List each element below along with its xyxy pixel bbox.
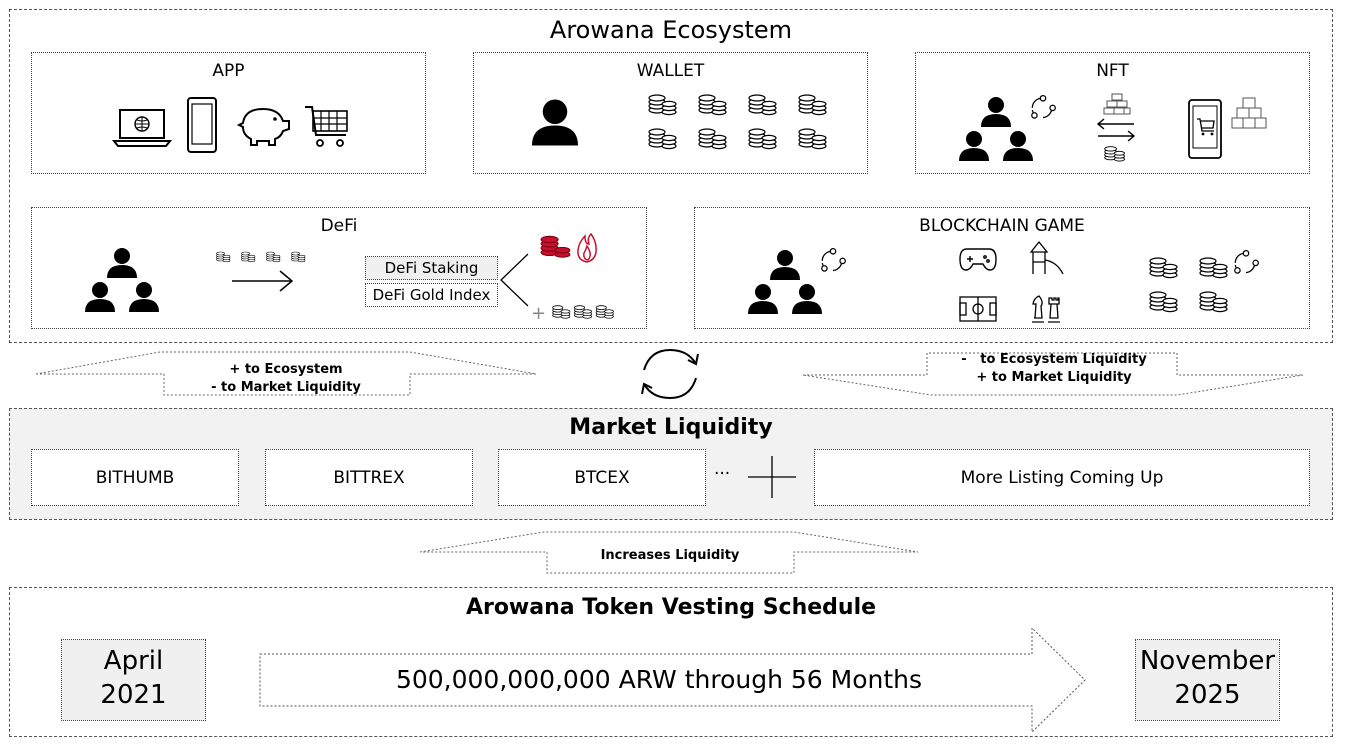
vesting-end-month: November: [1139, 646, 1276, 676]
cycle-center-icon: [641, 348, 699, 400]
more-listing-label: More Listing Coming Up: [960, 468, 1164, 488]
exchange-bittrex: BITTREX: [265, 449, 473, 506]
flow-right-line2: + to Market Liquidity: [976, 370, 1132, 385]
cycle-icon: [1234, 249, 1259, 274]
vesting-end-box: November 2025: [1135, 639, 1280, 721]
vesting-panel: Arowana Token Vesting Schedule: [9, 587, 1333, 737]
more-listing-box: More Listing Coming Up: [814, 449, 1310, 506]
coin-stack-icon: [1104, 146, 1125, 162]
defi-gold-index-box: DeFi Gold Index: [365, 283, 498, 307]
cycle-icon: [821, 247, 846, 272]
flow-up-arrow-bottom: [419, 531, 919, 574]
flow-down-arrow-right: [802, 352, 1304, 396]
user-icon: [532, 99, 578, 146]
flow-left-line2: - to Market Liquidity: [211, 380, 361, 395]
plus-icon: [748, 456, 796, 498]
ecosystem-title: Arowana Ecosystem: [549, 16, 793, 44]
flow-bottom-label: Increases Liquidity: [600, 548, 740, 563]
exchange-btcex: BTCEX: [498, 449, 706, 506]
football-field-icon: [959, 296, 997, 322]
group-icon: [84, 248, 160, 312]
nft-box: NFT: [915, 52, 1310, 174]
app-box: APP: [31, 52, 426, 174]
group-icon: [747, 250, 823, 314]
fire-icon: [577, 232, 597, 263]
group-icon: [958, 97, 1034, 161]
piggy-bank-icon: [236, 107, 290, 146]
coin-stack-icon: [552, 305, 614, 319]
flow-left-line1: + to Ecosystem: [229, 362, 343, 377]
arrow-right-icon: [232, 270, 294, 292]
vesting-end-year: 2025: [1174, 680, 1241, 710]
flow-up-arrow-left: [35, 351, 537, 396]
defi-title: DeFi: [320, 216, 358, 236]
coin-stack-icon: [648, 94, 827, 150]
app-title: APP: [212, 61, 245, 81]
vesting-start-box: April 2021: [61, 639, 206, 721]
defi-staking-box: DeFi Staking: [365, 256, 498, 280]
vesting-start-month: April: [103, 646, 164, 676]
vesting-amount: 500,000,000,000 ARW through 56 Months: [395, 665, 923, 694]
vesting-start-year: 2021: [100, 680, 167, 710]
cycle-icon: [1031, 94, 1056, 119]
gold-bars-icon: [1103, 93, 1131, 115]
vesting-arrow: [259, 626, 1086, 734]
phone-cart-icon: [1188, 99, 1222, 159]
coin-stack-icon: [216, 251, 306, 263]
boxes-icon: [1231, 97, 1267, 129]
exchange-label: BITHUMB: [95, 468, 175, 488]
game-title: BLOCKCHAIN GAME: [919, 216, 1085, 236]
flow-right-line1: - to Ecosystem Liquidity: [961, 352, 1147, 367]
smartphone-icon: [187, 97, 217, 153]
game-box: BLOCKCHAIN GAME: [694, 207, 1310, 329]
chess-icon: [1032, 295, 1060, 323]
exchange-label: BTCEX: [574, 468, 630, 488]
market-title: Market Liquidity: [569, 415, 773, 440]
exchange-bithumb: BITHUMB: [31, 449, 239, 506]
defi-box: DeFi DeFi Staking DeFi Gold Index +: [31, 207, 647, 329]
wallet-title: WALLET: [636, 61, 705, 81]
defi-gold-index-label: DeFi Gold Index: [372, 286, 491, 304]
laptop-globe-icon: [111, 109, 173, 147]
shopping-cart-icon: [305, 106, 348, 147]
defi-plus: +: [531, 303, 547, 324]
vesting-title: Arowana Token Vesting Schedule: [465, 595, 877, 620]
coin-stack-red-icon: [540, 235, 571, 258]
nft-title: NFT: [1096, 61, 1129, 81]
branch-lines: [500, 253, 529, 307]
coin-stack-icon: [1149, 257, 1228, 313]
playground-icon: [1029, 240, 1064, 275]
exchange-arrows-icon: [1096, 118, 1136, 142]
ecosystem-panel: Arowana Ecosystem: [9, 9, 1333, 343]
defi-staking-label: DeFi Staking: [384, 259, 479, 277]
exchange-ellipsis: ···: [714, 464, 731, 484]
exchange-label: BITTREX: [333, 468, 405, 488]
gamepad-icon: [959, 248, 997, 271]
wallet-box: WALLET: [473, 52, 868, 174]
